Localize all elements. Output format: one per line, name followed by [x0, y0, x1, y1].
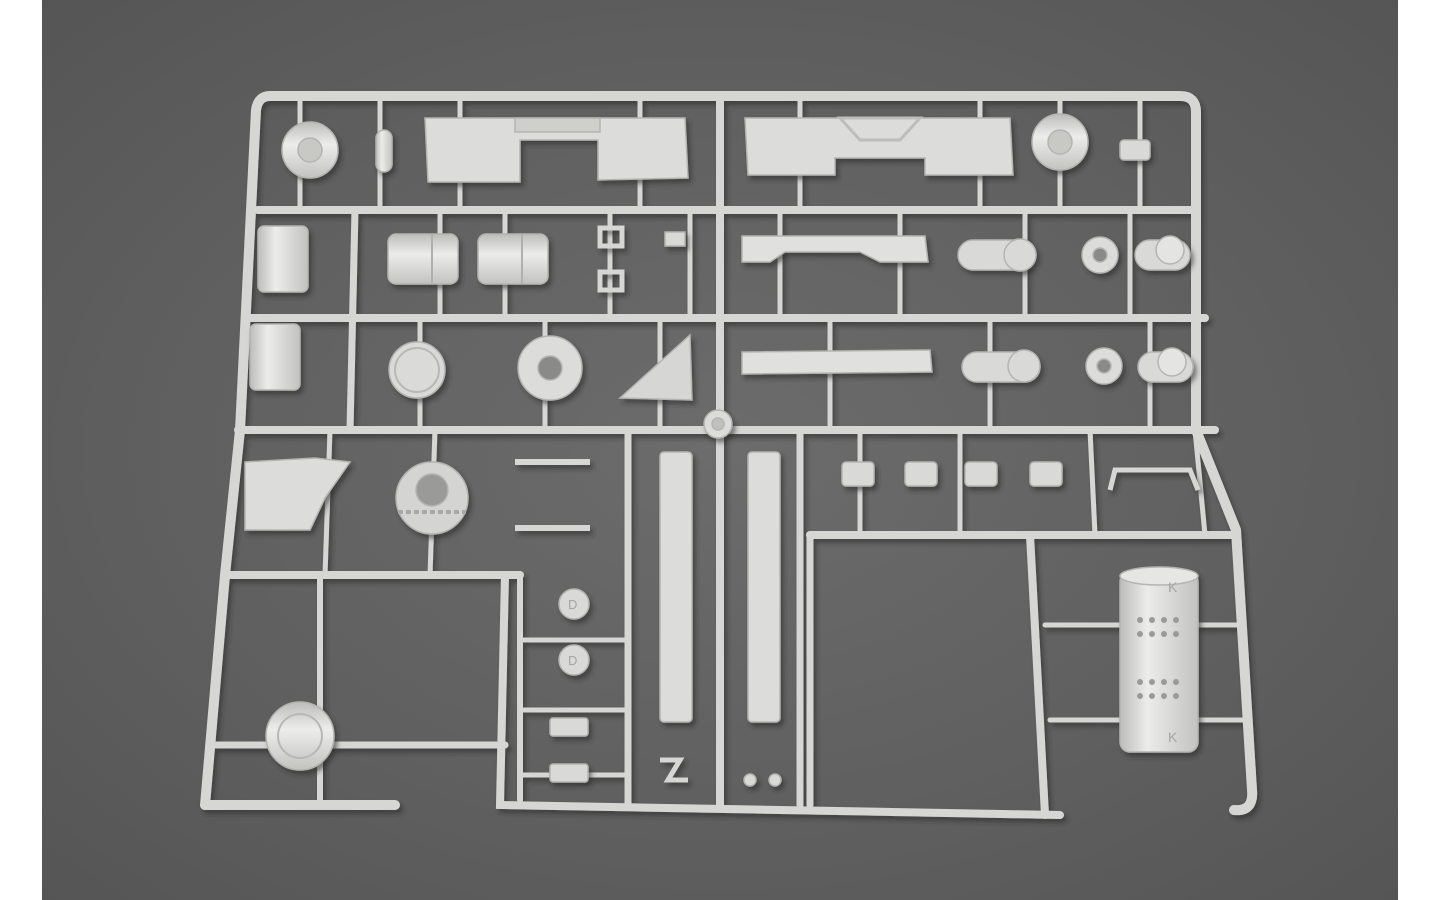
part-drum-4 — [249, 323, 301, 391]
sprue-parts — [244, 113, 1201, 787]
frame-right-lower — [1191, 425, 1258, 816]
part-wheel-bottom — [265, 701, 335, 771]
part-small-d-2 — [558, 644, 590, 676]
part-disc — [388, 341, 446, 399]
part-beam-upper — [741, 235, 929, 263]
cylinder-mark-bottom: K — [1168, 729, 1178, 745]
part-clip-4 — [1029, 461, 1063, 487]
part-bracket — [375, 129, 393, 173]
part-clip-1 — [841, 461, 875, 487]
part-drum-3 — [477, 233, 549, 285]
part-panel-right — [744, 117, 1014, 176]
small-part-mark-2: D — [568, 653, 577, 668]
photo-background: K K D D — [42, 0, 1398, 900]
part-long-rail-2 — [747, 451, 781, 723]
part-panel-left — [424, 117, 689, 183]
cylinder-mark-top: K — [1168, 579, 1178, 595]
sprue-frame — [200, 91, 1258, 819]
part-clip-2 — [904, 461, 938, 487]
part-gusset — [618, 333, 693, 401]
part-beam-lower — [741, 349, 933, 375]
part-small-d-1 — [558, 588, 590, 620]
part-clip-3 — [964, 461, 998, 487]
sprue-photo: K K D D — [200, 91, 1258, 819]
part-drum-1 — [257, 225, 309, 293]
small-part-mark-1: D — [568, 597, 577, 612]
cylinder-holes — [1137, 617, 1179, 699]
part-long-rail-1 — [659, 451, 693, 723]
frame-outer — [265, 91, 1201, 435]
part-box — [244, 457, 352, 531]
part-drum-2 — [387, 233, 459, 285]
part-cylinder-k — [1119, 571, 1199, 753]
frame-left — [200, 91, 275, 810]
